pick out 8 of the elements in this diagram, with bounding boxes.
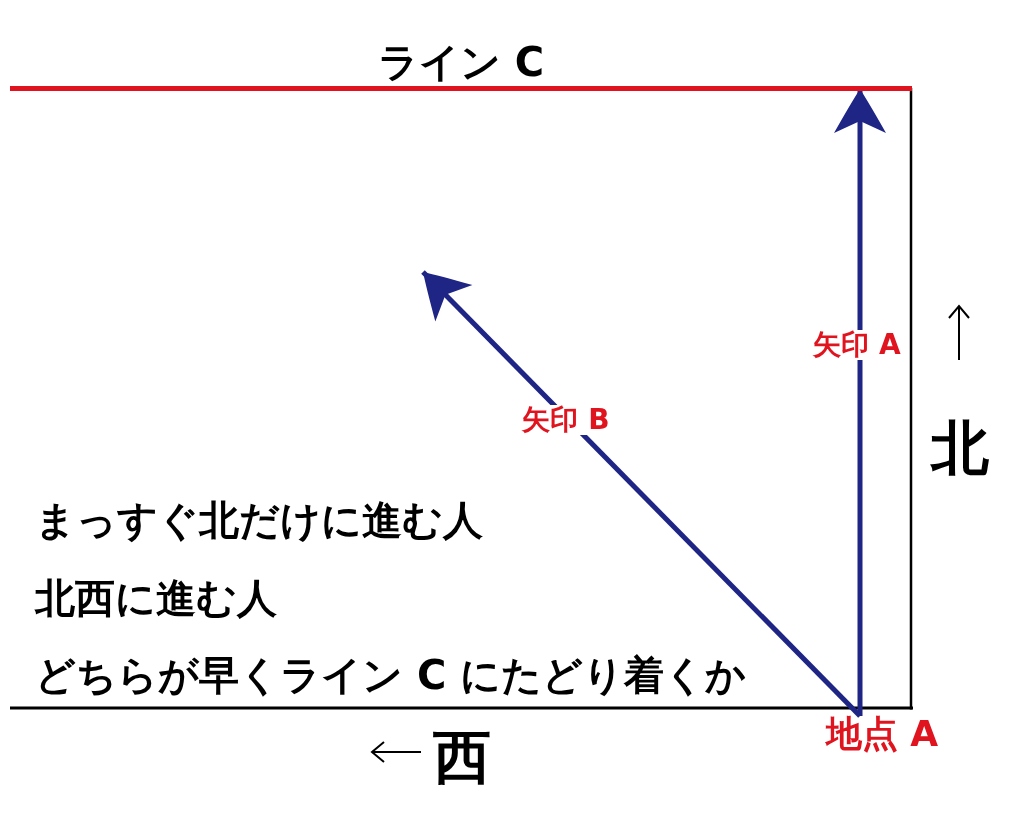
note-text: まっすぐ北だけに進む人 bbox=[35, 500, 483, 540]
point-label: 地点 A bbox=[825, 716, 939, 752]
line-label: ライン C bbox=[377, 42, 545, 82]
edge-label: 矢印 A bbox=[810, 330, 904, 360]
direction-label: 北 bbox=[931, 419, 989, 477]
direction-label: 西 bbox=[433, 728, 491, 786]
note-text: 北西に進む人 bbox=[35, 578, 277, 618]
note-text: どちらが早くライン C にたどり着くか bbox=[35, 655, 747, 695]
